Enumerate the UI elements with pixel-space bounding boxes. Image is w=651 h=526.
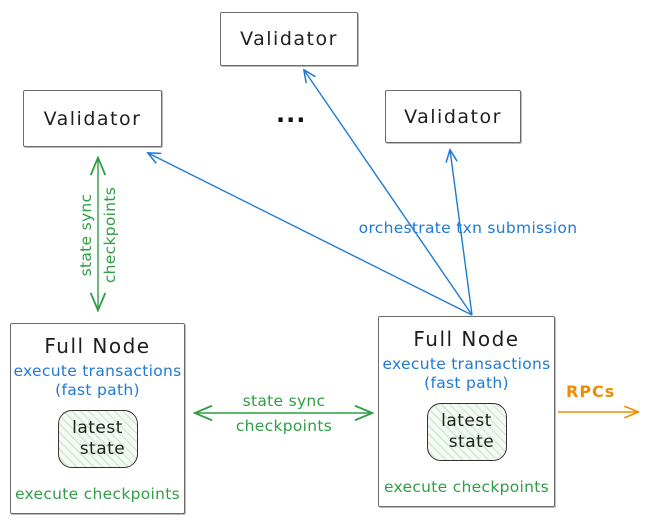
validator-node-top: Validator: [220, 12, 358, 66]
latest-state-box-left: latest state: [57, 409, 138, 468]
vertical-sync-label-line1: state sync: [77, 193, 95, 277]
full-node-left-exec-line2: (fast path): [55, 381, 140, 400]
full-node-right-exec-line2: (fast path): [424, 374, 509, 393]
latest-state-right-word1: latest: [441, 411, 492, 432]
validator-left-label: Validator: [43, 107, 142, 130]
full-node-left: Full Node execute transactions (fast pat…: [10, 323, 185, 514]
validator-top-label: Validator: [240, 28, 338, 50]
validator-node-left: Validator: [23, 90, 162, 147]
latest-state-right-word2: state: [448, 431, 495, 452]
more-validators-ellipsis: ...: [276, 100, 307, 128]
full-node-left-title: Full Node: [44, 334, 151, 358]
horizontal-sync-label-line1: state sync: [242, 392, 326, 410]
vertical-sync-label-line2: checkpoints: [101, 186, 119, 284]
full-node-right-exec-line1: execute transactions: [382, 355, 551, 373]
latest-state-box-right: latest state: [426, 402, 507, 461]
full-node-right-title: Full Node: [413, 327, 520, 351]
full-node-left-footer: execute checkpoints: [14, 485, 181, 503]
horizontal-sync-label-line2: checkpoints: [235, 417, 333, 435]
orchestrate-txn-submission-label: orchestrate txn submission: [358, 219, 578, 237]
validator-right-label: Validator: [404, 105, 502, 128]
full-node-right-footer: execute checkpoints: [383, 478, 550, 496]
rpcs-label: RPCs: [566, 382, 616, 401]
full-node-left-exec-line1: execute transactions: [13, 362, 182, 380]
latest-state-left-word1: latest: [72, 418, 123, 439]
validator-node-right: Validator: [385, 90, 521, 143]
latest-state-left-word2: state: [79, 438, 126, 459]
full-node-right: Full Node execute transactions (fast pat…: [378, 316, 555, 507]
